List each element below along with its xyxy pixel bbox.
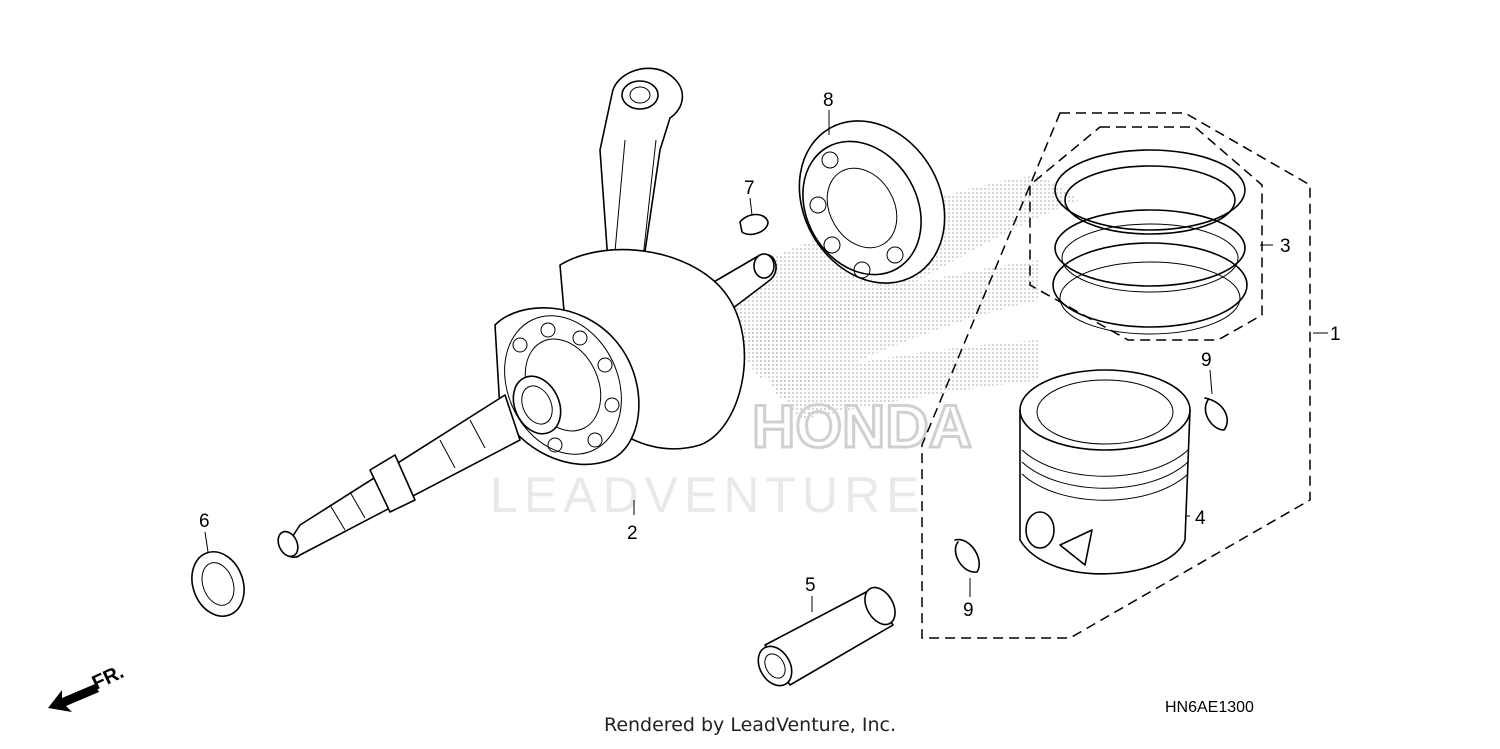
piston [1019, 369, 1191, 575]
callout-8: 8 [823, 90, 834, 111]
callout-5: 5 [805, 575, 816, 596]
front-arrow-icon [48, 684, 99, 712]
leader-lines [204, 110, 1328, 612]
ring-set-outline [1029, 126, 1263, 341]
bearing-balls [512, 322, 620, 453]
diagram-code: HN6AE1300 [1165, 699, 1254, 716]
callout-labels: 1 2 3 4 5 6 7 8 9 9 [199, 90, 1341, 621]
piston-kit-outline [921, 112, 1311, 639]
circlip-left [954, 538, 980, 573]
crankshaft [277, 248, 777, 558]
watermark-leadventure: LEADVENTURE [490, 467, 926, 523]
footer-credit: Rendered by LeadVenture, Inc. [603, 714, 897, 736]
woodruff-key [739, 213, 769, 236]
callout-6: 6 [199, 511, 210, 532]
front-direction-indicator: FR. [48, 661, 127, 712]
piston-pin [757, 586, 896, 687]
piston-ring-set [1052, 149, 1248, 335]
watermark-honda: HONDA [752, 393, 972, 460]
callout-1: 1 [1330, 324, 1341, 345]
callout-9-upper: 9 [1201, 350, 1212, 371]
callout-9-lower: 9 [963, 600, 974, 621]
callout-3: 3 [1280, 236, 1291, 257]
callout-4: 4 [1195, 508, 1206, 529]
callout-2: 2 [627, 523, 638, 544]
circlip-right [1204, 397, 1229, 431]
thrust-washer [191, 551, 245, 617]
callout-7: 7 [744, 178, 755, 199]
